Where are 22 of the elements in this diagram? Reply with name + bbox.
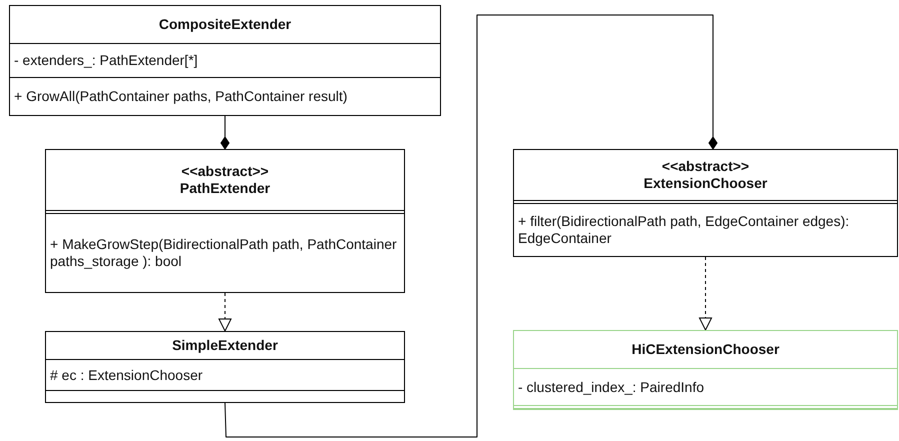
class-name-heading: ExtensionChooser	[644, 175, 768, 192]
class-name-heading: SimpleExtender	[172, 337, 278, 354]
member-text: # ec : ExtensionChooser	[50, 366, 204, 384]
composition-connector	[220, 116, 230, 150]
stereotype-label: <<abstract>>	[662, 158, 750, 175]
composition-connector	[224, 14, 718, 438]
class-box	[513, 149, 898, 257]
member-text: - clustered_index_: PairedInfo	[518, 378, 705, 396]
class-name-heading: PathExtender	[180, 180, 270, 197]
member-text: - extenders_: PathExtender[*]	[14, 52, 199, 69]
class-name-heading: CompositeExtender	[158, 16, 292, 33]
member-text: + GrowAll(PathContainer paths, PathContainer result)	[14, 88, 348, 105]
realization-arrow	[218, 292, 232, 332]
class-box	[9, 5, 441, 116]
class-box	[45, 331, 405, 403]
member-text: + filter(BidirectionalPath path, EdgeContainer edges): EdgeContainer	[518, 213, 850, 247]
stereotype-label: <<abstract>>	[181, 163, 269, 180]
class-box	[45, 149, 405, 293]
realization-arrow	[699, 256, 712, 330]
class-box	[513, 330, 898, 410]
member-text: + MakeGrowStep(BidirectionalPath path, PathContainer paths_storage ): bool	[50, 236, 398, 270]
class-name-heading: HiCExtensionChooser	[632, 341, 780, 358]
